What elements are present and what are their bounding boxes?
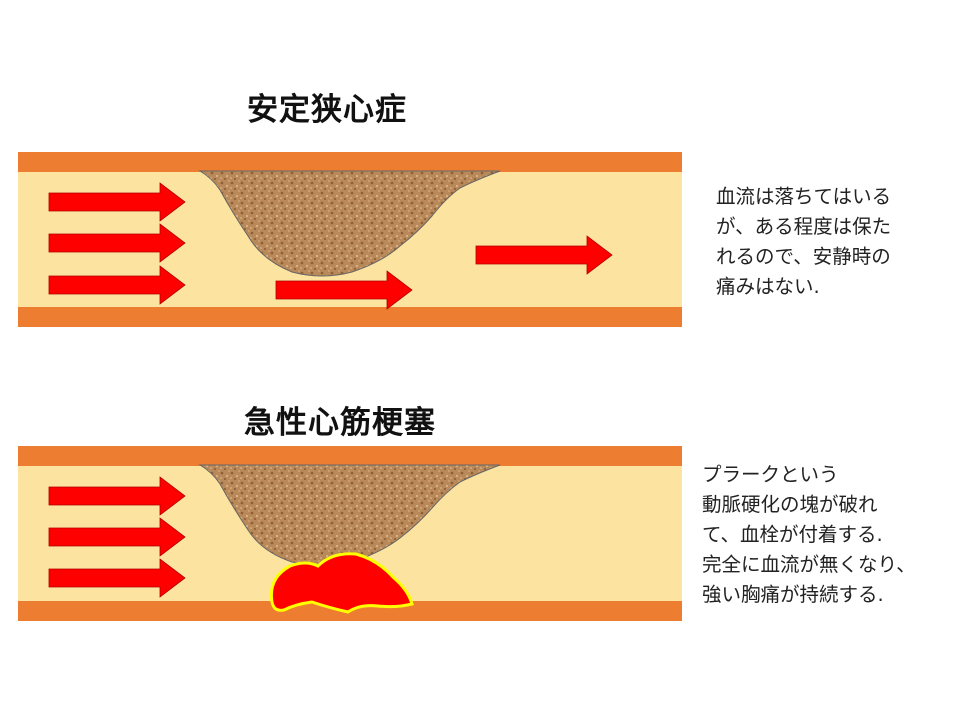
stable-reduced-flow-arrow <box>275 270 413 310</box>
acute-blood-flow-arrow <box>48 517 186 557</box>
stable-angina-description: 血流は落ちてはいる が、ある程度は保た れるので、安静時の 痛みはない. <box>716 185 892 298</box>
acute-mi-description: プラークという 動脈硬化の塊が破れ て、血栓が付着する. 完全に血流が無くなり、… <box>702 463 916 606</box>
acute-mi-title: 急性心筋梗塞 <box>244 405 436 441</box>
stable-angina-title: 安定狭心症 <box>247 92 407 128</box>
acute-blood-flow-arrow <box>48 558 186 598</box>
thrombus <box>269 552 414 614</box>
acute-blood-flow-arrow <box>48 476 186 516</box>
stable-plaque <box>198 170 501 277</box>
stable-vessel <box>18 152 682 327</box>
stable-blood-flow-arrow <box>48 182 186 222</box>
stable-outflow-arrow <box>475 235 613 275</box>
stable-blood-flow-arrow <box>48 223 186 263</box>
acute-upper-wall <box>18 446 682 466</box>
stable-blood-flow-arrow <box>48 265 186 305</box>
stable-lower-wall <box>18 307 682 327</box>
stable-upper-wall <box>18 152 682 172</box>
acute-vessel <box>18 446 682 621</box>
